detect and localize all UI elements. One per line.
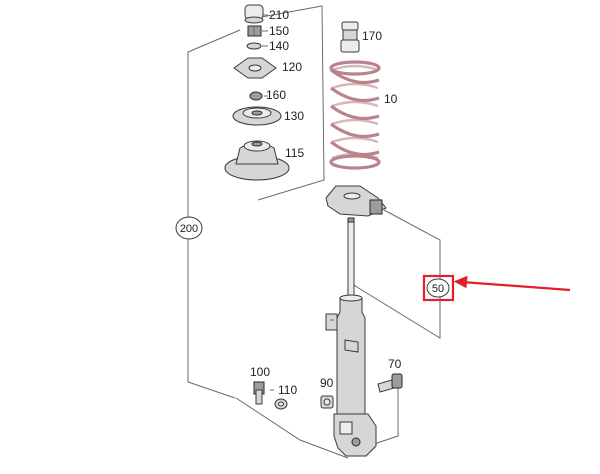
label-130[interactable]: 130	[284, 109, 304, 123]
part-210-cap	[244, 4, 264, 24]
part-70-bolt	[377, 373, 403, 393]
spring-assembly	[325, 21, 387, 217]
label-200[interactable]: 200	[180, 223, 198, 235]
label-140[interactable]: 140	[269, 39, 289, 53]
label-110[interactable]: 110	[278, 383, 297, 397]
label-100[interactable]: 100	[250, 365, 270, 379]
part-160-bushing	[249, 91, 263, 101]
part-90-nut	[320, 395, 334, 409]
part-10-coil-spring	[329, 60, 381, 170]
part-50-shock-absorber	[325, 217, 377, 457]
part-170-bump-stop	[340, 21, 360, 53]
label-50[interactable]: 50	[432, 283, 444, 295]
assembly-lines	[187, 5, 441, 459]
label-10[interactable]: 10	[384, 92, 398, 106]
part-spring-seat	[325, 185, 387, 217]
label-115[interactable]: 115	[285, 146, 304, 160]
part-110-nut	[274, 398, 288, 410]
part-100-bolt	[253, 381, 265, 405]
part-120-plate	[233, 57, 277, 79]
highlight-box	[422, 274, 455, 302]
fasteners	[253, 373, 403, 410]
part-140-washer	[246, 42, 262, 50]
part-115-strut-mount	[224, 140, 290, 181]
callout-200[interactable]: 200	[175, 216, 203, 240]
label-90[interactable]: 90	[320, 376, 334, 390]
label-70[interactable]: 70	[388, 357, 402, 371]
part-labels: 210 150 140 120 160 130 115 170 10 100 1…	[250, 8, 402, 397]
part-130-bearing	[232, 106, 282, 126]
label-160[interactable]: 160	[266, 88, 286, 102]
label-120[interactable]: 120	[282, 60, 302, 74]
callout-50[interactable]: 50	[422, 274, 455, 302]
label-150[interactable]: 150	[269, 24, 289, 38]
label-210[interactable]: 210	[269, 8, 289, 22]
highlight-arrow	[453, 275, 571, 292]
top-mount-parts	[224, 4, 290, 181]
label-170[interactable]: 170	[362, 29, 382, 43]
part-150-nut	[247, 25, 262, 37]
